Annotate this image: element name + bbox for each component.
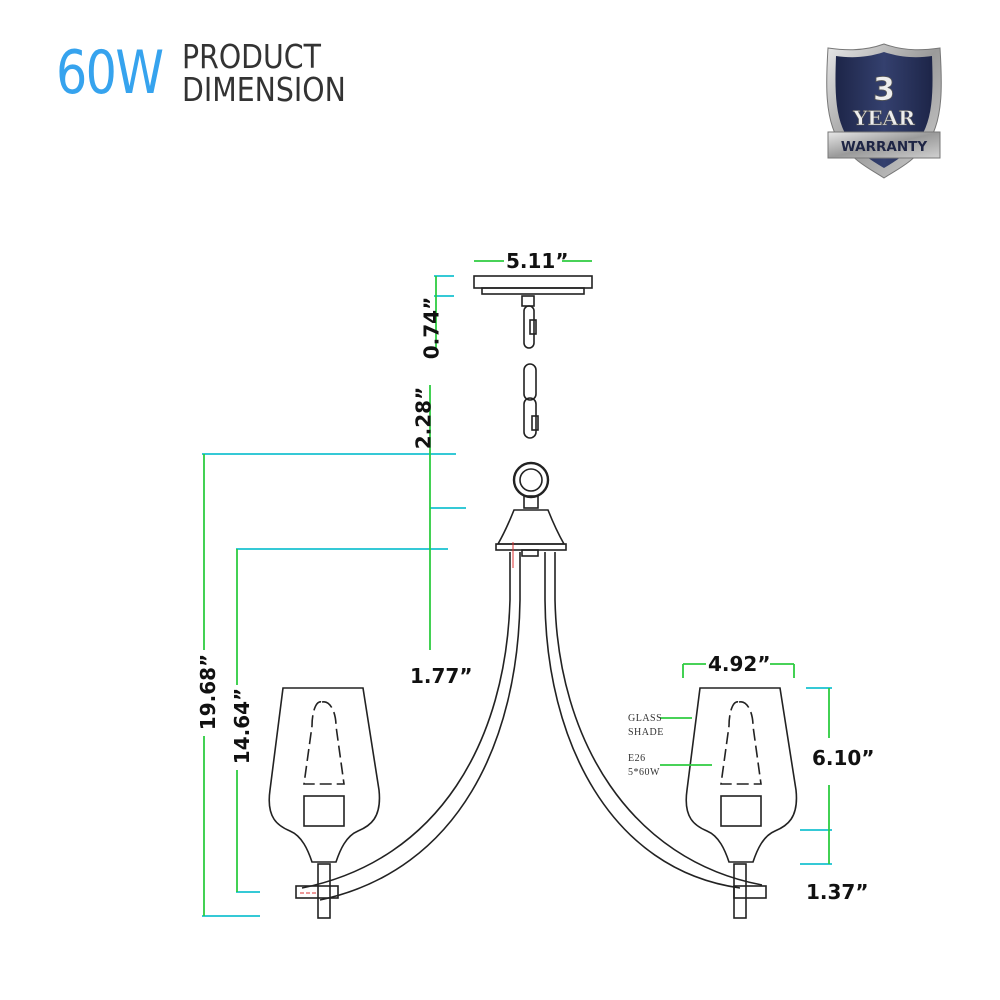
title-line-product: PRODUCT <box>182 37 321 76</box>
dim-arm-height: 14.64” <box>230 687 255 765</box>
bulb-note: E26 5*60W <box>628 753 660 778</box>
extension-lines <box>202 275 832 917</box>
wattage-label: 60W <box>56 38 164 108</box>
dim-overall-height: 19.68” <box>196 653 221 731</box>
page-header: 60W PRODUCT DIMENSION <box>56 40 373 106</box>
dim-canopy-height: 0.74” <box>419 296 444 360</box>
dim-shade-height: 6.10” <box>812 746 875 770</box>
badge-year: YEAR <box>852 106 915 130</box>
dim-shade-width: 4.92” <box>708 652 771 676</box>
dim-body-drop: 1.77” <box>410 664 473 688</box>
page-title: PRODUCT DIMENSION <box>182 40 373 106</box>
centerline-marks <box>300 542 514 894</box>
fixture-outline <box>268 275 798 919</box>
dim-canopy-width: 5.11” <box>506 249 569 273</box>
badge-ribbon: WARRANTY <box>841 139 927 155</box>
dim-chain-length: 2.28” <box>411 386 436 450</box>
badge-number: 3 <box>873 70 895 108</box>
dim-socket-height: 1.37” <box>806 880 869 904</box>
warranty-shield-icon: 3 YEAR WARRANTY <box>826 43 942 179</box>
dimension-lines <box>203 260 830 916</box>
title-line-dimension: DIMENSION <box>182 70 346 109</box>
glass-shade-note: GLASS SHADE <box>628 713 664 738</box>
